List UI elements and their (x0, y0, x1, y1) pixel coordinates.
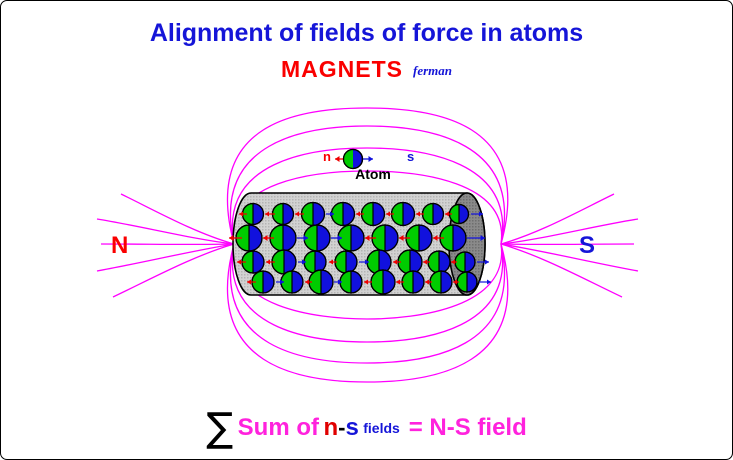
equation-n: n (323, 414, 339, 441)
legend-atom-glyph (335, 148, 373, 170)
field-line-outer-bottom (227, 243, 509, 383)
atom (439, 224, 467, 252)
author-signature: ferman (413, 63, 452, 78)
legend-arrow-n (335, 156, 343, 162)
page-title: Alignment of fields of force in atoms (149, 19, 584, 47)
atom-row-arrows (229, 235, 485, 241)
atom-row-arrows (239, 211, 483, 217)
atom (339, 270, 363, 294)
atom (397, 249, 423, 275)
legend-s-label: s (407, 149, 415, 164)
atom-row (239, 201, 483, 227)
atom (271, 249, 297, 275)
field-line-outer-top (227, 107, 509, 245)
atom (271, 202, 295, 226)
atom (308, 269, 334, 295)
atom (427, 250, 451, 274)
atom (251, 270, 275, 294)
sigma-symbol: ∑ (206, 405, 234, 451)
equation-result: = N-S field (408, 414, 527, 441)
legend-atom-caption: Atom (355, 166, 391, 182)
field-line-bottom-3 (231, 243, 504, 343)
atom (401, 270, 425, 294)
equation-fields: fields (363, 420, 400, 436)
legend-arrow-s (363, 156, 373, 162)
atom (390, 201, 416, 227)
atom (370, 269, 396, 295)
field-line-top-2 (229, 125, 506, 245)
atom (334, 250, 358, 274)
field-line-left-stub-1 (96, 218, 235, 245)
field-line-bottom-2 (229, 243, 506, 364)
field-line-left-stub-5 (120, 193, 235, 245)
equation-dash: - (338, 415, 346, 440)
subtitle-magnets: MAGNETS (281, 56, 403, 82)
atom (448, 203, 470, 225)
atom (429, 270, 453, 294)
equation-sum-of: Sum of (237, 414, 319, 441)
legend-sphere-left-half (343, 149, 353, 169)
legend-n-label: n (323, 149, 331, 164)
atom (454, 251, 476, 273)
field-line-top-3 (231, 147, 504, 245)
atom (330, 201, 356, 227)
atom (337, 224, 365, 252)
atom (360, 201, 386, 227)
field-lines-group (96, 107, 639, 383)
subtitle-row: MAGNETS ferman (1, 56, 732, 83)
field-line-right-stub-3 (500, 243, 639, 272)
field-line-right-stub-5 (500, 193, 615, 245)
atom-grid (229, 201, 491, 295)
south-pole-label: S (579, 232, 596, 259)
atom-row-arrows (237, 259, 489, 265)
equation-s: s (345, 414, 359, 441)
atom (235, 224, 263, 252)
atom (280, 270, 304, 294)
atom-row (247, 269, 491, 295)
atom (421, 202, 445, 226)
summation-equation: ∑ Sum of n-s fields = N-S field (1, 405, 732, 451)
field-line-left-stub-3 (96, 243, 235, 272)
field-line-right-stub-1 (500, 218, 639, 245)
atom (300, 201, 326, 227)
atom-row (229, 224, 485, 252)
field-line-left-stub-4 (112, 243, 235, 298)
field-line-right-stub-4 (500, 243, 623, 298)
atom (456, 271, 478, 293)
atom (269, 224, 297, 252)
atom-legend: n s Atom (323, 149, 423, 183)
atom-row-arrows (247, 279, 491, 285)
north-pole-label: N (111, 232, 129, 259)
